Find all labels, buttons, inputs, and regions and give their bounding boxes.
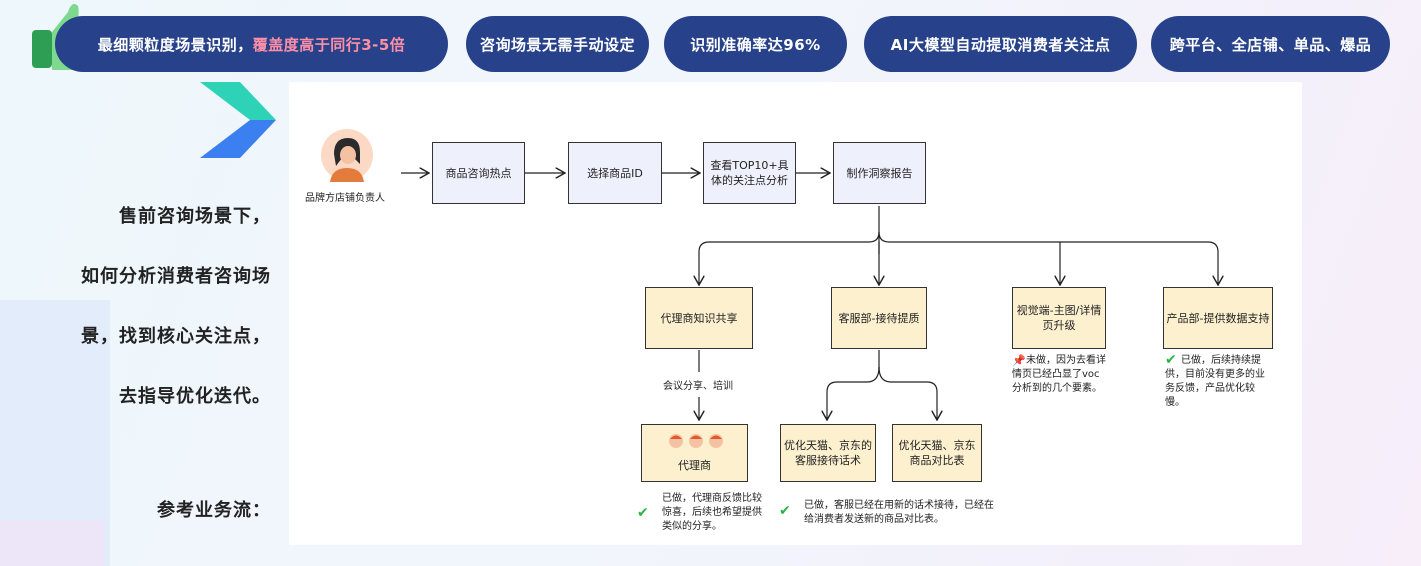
avatar-icon [321, 129, 373, 182]
pill-1-text: 最细颗粒度场景识别， [97, 35, 253, 54]
step-top10-analysis: 查看TOP10+具体的关注点分析 [703, 142, 796, 204]
cs-note: 已做，客服已经在用新的话术接待，已经在给消费者发送新的商品对比表。 [804, 500, 994, 525]
step-hot-topics: 商品咨询热点 [432, 142, 525, 204]
intro-line-1: 售前咨询场景下， [119, 206, 271, 227]
branch-customer-service: 客服部-接待提质 [831, 287, 927, 349]
feature-pill-3: 识别准确率达96% [664, 16, 847, 72]
branch-product: 产品部-提供数据支持 [1163, 287, 1273, 349]
product-note: 已做，后续持续提供，目前没有更多的业务反馈，产品优化较慢。 [1165, 355, 1265, 408]
ref-label: 参考业务流： [157, 500, 271, 521]
flow-panel: 品牌方店铺负责人 商品咨询热点 选择商品ID 查看TOP10+具体的关注点分析 … [289, 82, 1302, 545]
feature-pill-5: 跨平台、全店铺、单品、爆品 [1151, 16, 1390, 72]
visual-note: 未做，因为去看详情页已经凸显了voc分析到的几个要素。 [1012, 355, 1106, 394]
agent-note: 已做，代理商反馈比较惊喜，后续也希望提供类似的分享。 [662, 493, 762, 532]
agent-box: 代理商 [641, 424, 748, 482]
check-icon: ✔ [779, 503, 791, 519]
flow-connectors [401, 82, 1302, 545]
pill-1-highlight: 覆盖度高于同行3-5倍 [252, 35, 406, 54]
agent-box-label: 代理商 [678, 459, 711, 472]
check-icon: ✔ [1165, 352, 1177, 368]
intro-line-4: 去指导优化迭代。 [119, 386, 271, 407]
intro-line-3: 景，找到核心关注点， [81, 326, 271, 347]
meeting-label: 会议分享、培训 [663, 381, 733, 392]
cs-script-box: 优化天猫、京东的客服接待话术 [780, 424, 876, 482]
step-insight-report: 制作洞察报告 [833, 142, 926, 204]
pill-4-text: AI大模型自动提取消费者关注点 [890, 35, 1111, 54]
pill-2-text: 咨询场景无需手动设定 [479, 35, 635, 54]
pin-icon: 📌 [1012, 354, 1026, 367]
cs-compare-box: 优化天猫、京东商品对比表 [892, 424, 982, 482]
feature-pill-1: 最细颗粒度场景识别，覆盖度高于同行3-5倍 [55, 16, 448, 72]
pill-5-text: 跨平台、全店铺、单品、爆品 [1169, 35, 1372, 54]
pill-3-text: 识别准确率达96% [690, 35, 821, 54]
decor-block-2 [0, 520, 105, 566]
actor-label: 品牌方店铺负责人 [305, 193, 385, 204]
agents-people-icon [669, 434, 723, 448]
intro-line-2: 如何分析消费者咨询场 [81, 266, 271, 287]
feature-pill-4: AI大模型自动提取消费者关注点 [864, 16, 1137, 72]
step-select-product: 选择商品ID [568, 142, 662, 204]
check-icon: ✔ [637, 505, 649, 521]
feature-pill-2: 咨询场景无需手动设定 [466, 16, 649, 72]
branch-agent-knowledge: 代理商知识共享 [645, 287, 753, 349]
chevron-arrow-icon [200, 82, 276, 158]
branch-visual: 视觉端-主图/详情页升级 [1012, 287, 1106, 349]
